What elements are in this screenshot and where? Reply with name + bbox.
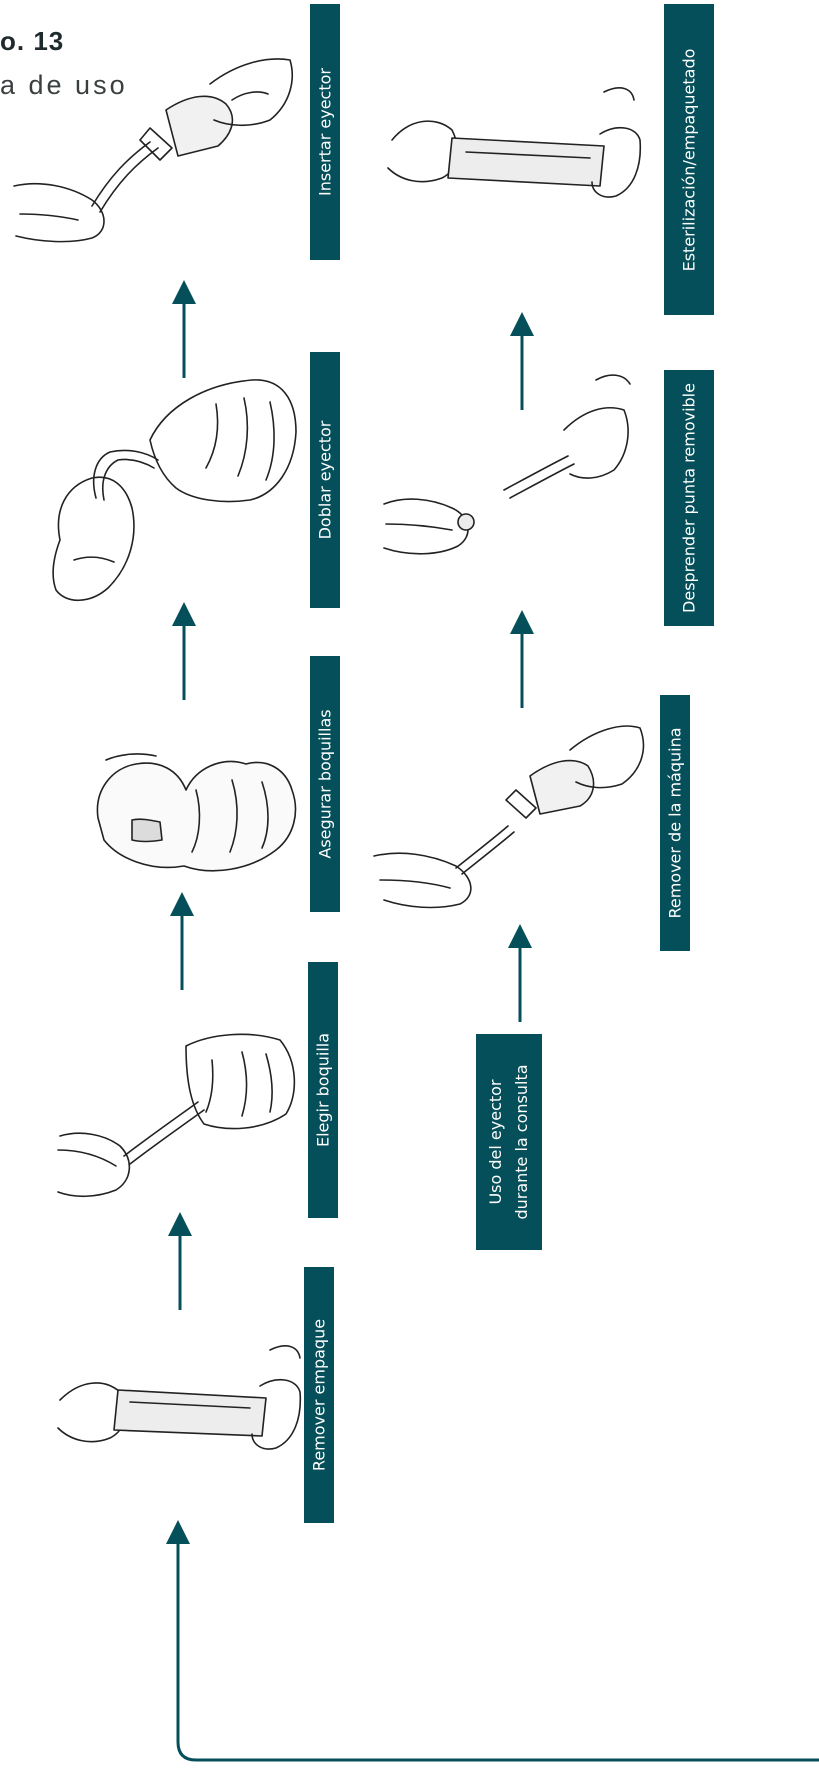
hands-inserting-ejector-illustration	[14, 59, 292, 242]
hand-bending-ejector-illustration	[53, 380, 296, 600]
hands-removing-package-illustration	[58, 1346, 300, 1449]
hands-sterilization-package-illustration	[388, 88, 640, 197]
hands-removing-from-machine-illustration	[374, 726, 643, 907]
return-connector-arrow	[178, 1532, 819, 1760]
hands-detaching-tip-illustration	[384, 375, 630, 554]
fist-securing-nozzle-illustration	[97, 754, 295, 871]
hands-choosing-nozzle-illustration	[58, 1034, 294, 1196]
